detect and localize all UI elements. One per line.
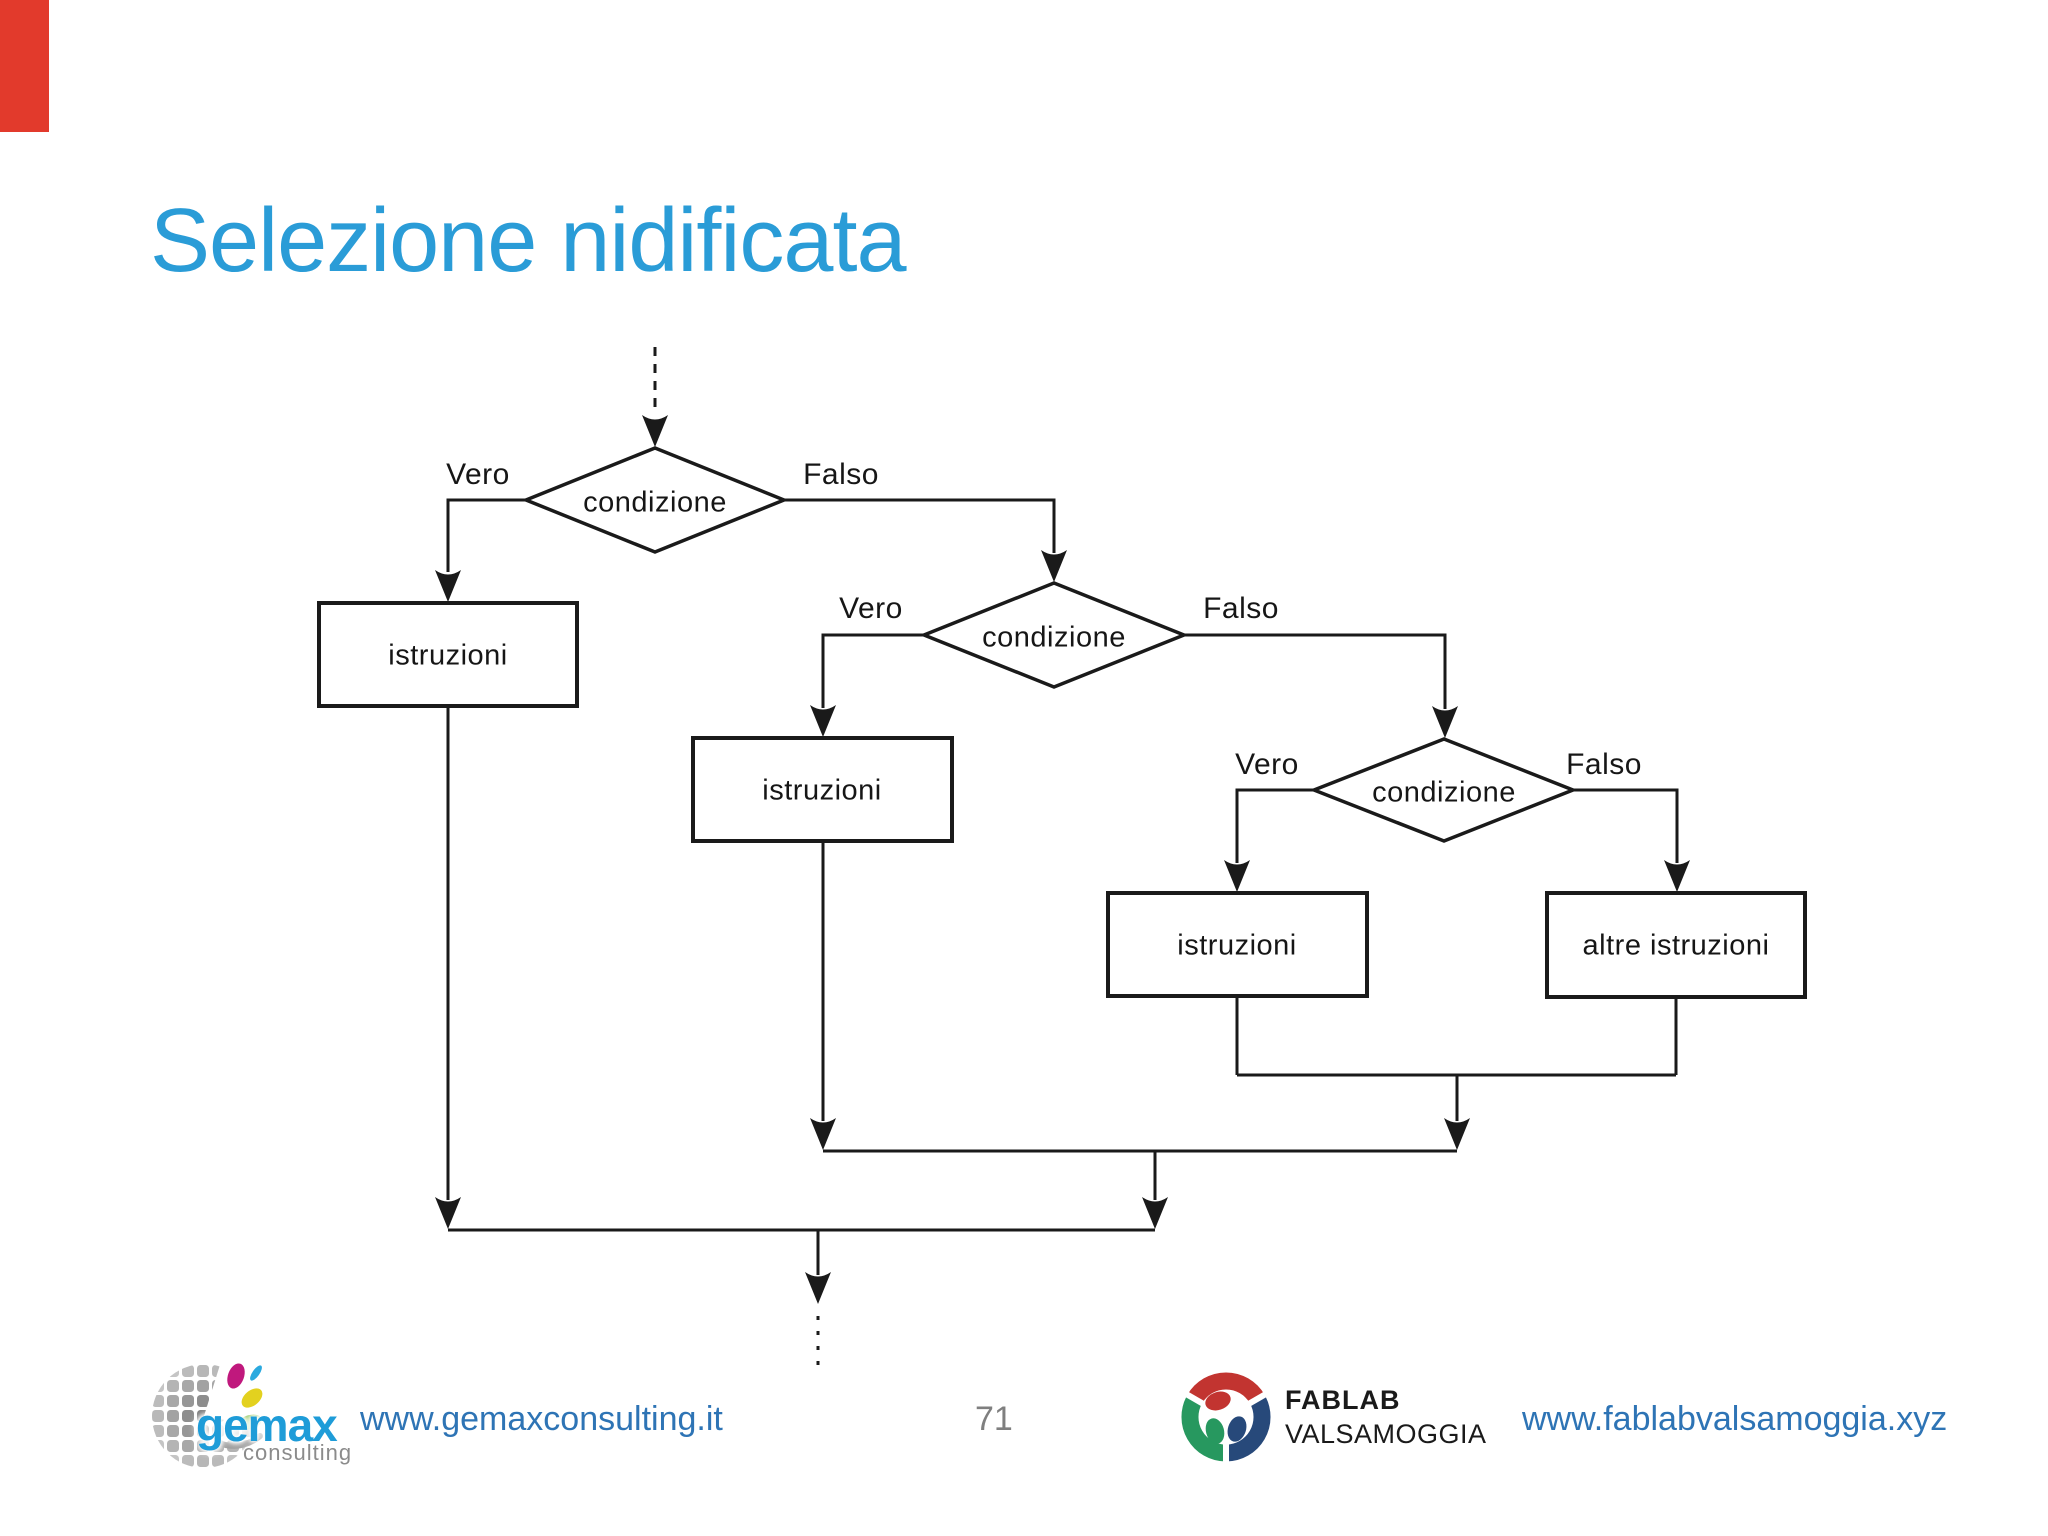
arrowhead-icon <box>1041 550 1067 582</box>
branch-label-falso-1: Falso <box>803 458 879 491</box>
page-number: 71 <box>975 1400 1013 1438</box>
process-box-2 <box>691 736 954 843</box>
process-label-4: altre istruzioni <box>1582 929 1770 962</box>
arrowhead-icon <box>1142 1197 1168 1229</box>
branch-label-falso-2: Falso <box>1203 592 1279 625</box>
page-title: Selezione nidificata <box>150 191 907 291</box>
arrowhead-icon <box>435 1197 461 1229</box>
branch-label-vero-3: Vero <box>1235 748 1299 781</box>
gemax-logo-tagline: consulting <box>243 1440 353 1465</box>
arrowhead-icon <box>1444 1118 1470 1150</box>
process-label-2: istruzioni <box>762 774 882 807</box>
decision-diamond-2 <box>919 581 1189 689</box>
arrowhead-icon <box>810 1118 836 1150</box>
gemax-url-link[interactable]: www.gemaxconsulting.it <box>360 1400 723 1438</box>
edge-vero-1 <box>446 498 526 572</box>
fablab-logo-name: FABLAB <box>1285 1385 1401 1415</box>
decision-label-2: condizione <box>982 621 1126 654</box>
decision-diamond-1 <box>521 446 789 554</box>
arrowhead-icon <box>1664 860 1690 892</box>
edge-falso-2 <box>1184 633 1447 709</box>
arrowhead-icon <box>810 705 836 737</box>
fablab-url-link[interactable]: www.fablabvalsamoggia.xyz <box>1522 1400 1948 1438</box>
fablab-logo-subname: VALSAMOGGIA <box>1285 1419 1487 1449</box>
arrowheads <box>435 415 1690 1304</box>
decision-diamond-3 <box>1309 737 1578 843</box>
edge-falso-1 <box>784 498 1056 553</box>
branch-label-vero-2: Vero <box>839 592 903 625</box>
red-corner-accent <box>0 0 49 132</box>
decision-label-3: condizione <box>1372 776 1516 809</box>
process-box-3 <box>1106 891 1369 998</box>
fablab-logo-icon <box>1181 1372 1271 1465</box>
process-label-1: istruzioni <box>388 639 508 672</box>
branch-label-vero-1: Vero <box>446 458 510 491</box>
branch-label-falso-3: Falso <box>1566 748 1642 781</box>
edge-vero-3 <box>1235 788 1314 863</box>
process-box-4 <box>1545 891 1807 999</box>
gemax-logo-wordmark: gemax <box>196 1399 338 1451</box>
edge-vero-2 <box>821 633 924 708</box>
arrowhead-icon <box>435 570 461 602</box>
gemax-logo <box>152 1360 286 1467</box>
decision-label-1: condizione <box>583 486 727 519</box>
gemax-leaves-icon <box>213 1363 263 1449</box>
process-box-1 <box>317 601 579 708</box>
arrowhead-icon <box>1224 860 1250 892</box>
arrowhead-icon <box>1432 706 1458 738</box>
edge-falso-3 <box>1573 788 1679 863</box>
arrowhead-icon <box>805 1272 831 1304</box>
arrowhead-icon <box>642 415 668 447</box>
process-label-3: istruzioni <box>1177 929 1297 962</box>
